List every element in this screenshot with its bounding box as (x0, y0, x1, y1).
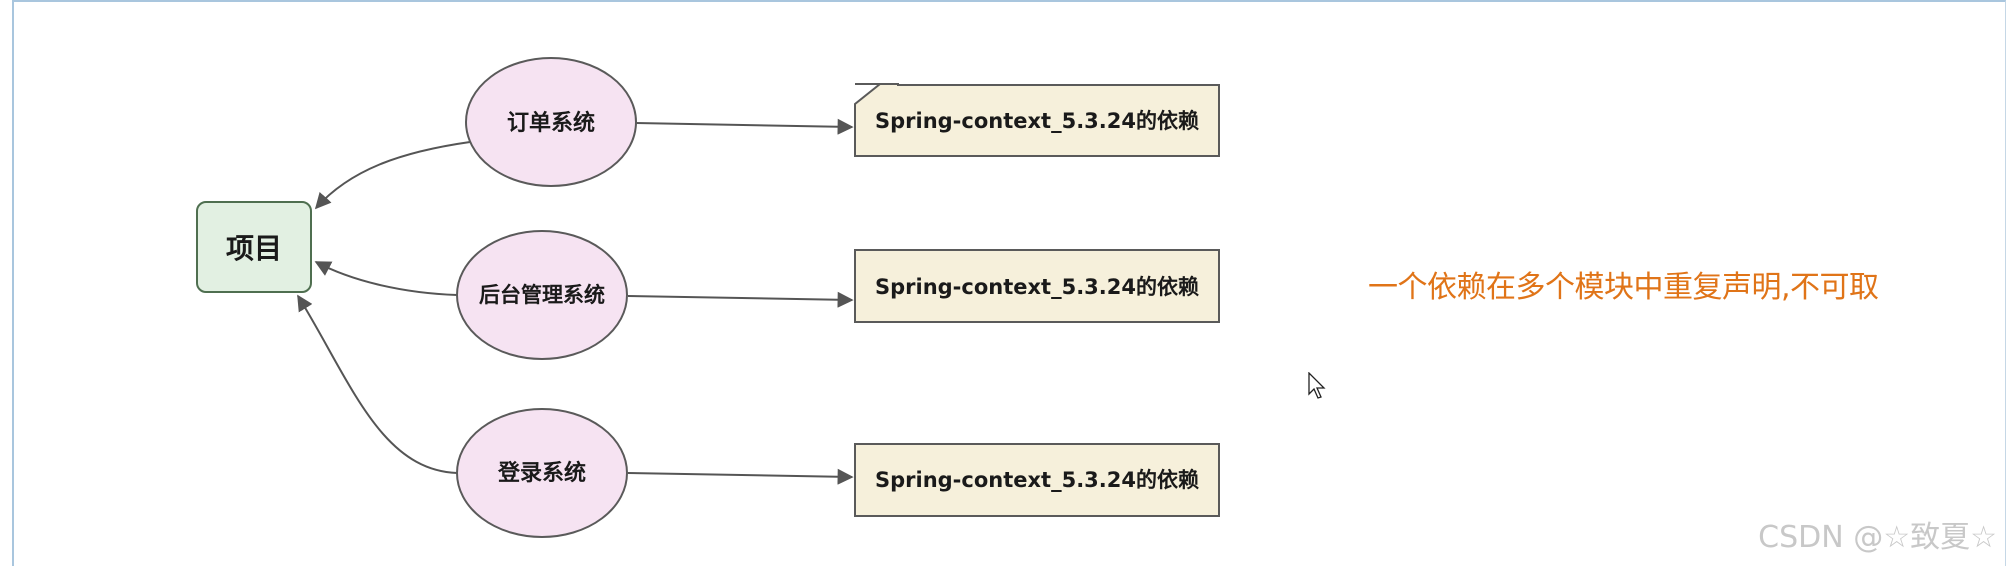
system-node-login[interactable]: 登录系统 (456, 408, 628, 538)
dependency-label-login: Spring-context_5.3.24的依赖 (875, 468, 1199, 492)
system-label-order: 订单系统 (507, 110, 595, 136)
dependency-node-admin[interactable]: Spring-context_5.3.24的依赖 (854, 249, 1220, 323)
edge-login-to-project (297, 294, 458, 474)
edge-admin-to-dependency (627, 291, 854, 308)
edge-order-to-project (314, 141, 471, 210)
mouse-cursor-icon (1308, 372, 1326, 399)
project-label: 项目 (226, 232, 282, 265)
annotation-note: 一个依赖在多个模块中重复声明,不可取 (1368, 270, 1879, 305)
edge-admin-to-project (314, 261, 458, 296)
dependency-node-order[interactable]: Spring-context_5.3.24的依赖 (854, 83, 1220, 157)
csdn-watermark: CSDN @☆致夏☆ (1758, 520, 1997, 555)
system-label-login: 登录系统 (497, 460, 586, 486)
system-node-admin[interactable]: 后台管理系统 (456, 230, 628, 360)
edge-order-to-dependency (635, 118, 854, 135)
system-node-order[interactable]: 订单系统 (465, 57, 637, 187)
dependency-label-order: Spring-context_5.3.24的依赖 (875, 109, 1199, 133)
edge-login-to-dependency (627, 468, 854, 485)
dependency-node-login[interactable]: Spring-context_5.3.24的依赖 (854, 443, 1220, 517)
project-node[interactable]: 项目 (196, 201, 312, 293)
system-label-admin: 后台管理系统 (479, 283, 605, 307)
dependency-label-admin: Spring-context_5.3.24的依赖 (875, 275, 1199, 299)
canvas-frame (12, 0, 2006, 566)
